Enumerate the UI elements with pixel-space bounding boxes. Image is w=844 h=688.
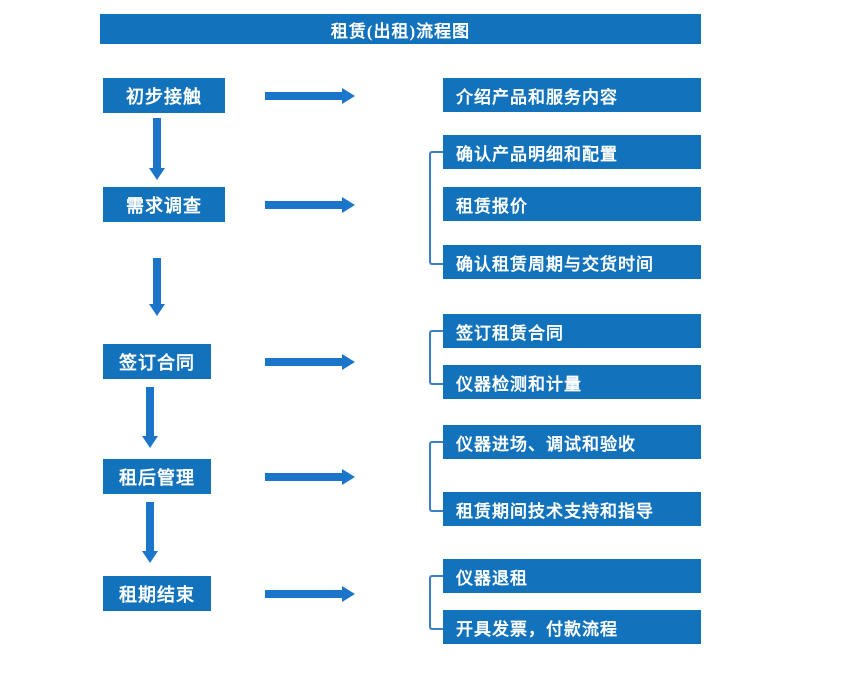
detail-box-instrument-testing: 仪器检测和计量 <box>443 365 701 399</box>
arrow-right-icon <box>265 586 355 602</box>
detail-box-invoice-payment: 开具发票，付款流程 <box>443 610 701 644</box>
detail-box-confirm-config: 确认产品明细和配置 <box>443 135 701 169</box>
group-bracket <box>429 330 443 385</box>
detail-box-sign-rental-contract: 签订租赁合同 <box>443 314 701 348</box>
group-bracket <box>429 575 443 630</box>
detail-box-instrument-return: 仪器退租 <box>443 559 701 593</box>
arrow-right-icon <box>265 197 355 213</box>
detail-box-rental-quote: 租赁报价 <box>443 187 701 221</box>
arrow-down-icon <box>149 118 165 180</box>
step-box-demand-survey: 需求调查 <box>103 187 225 222</box>
group-bracket <box>429 441 443 512</box>
step-box-rental-end: 租期结束 <box>103 576 211 611</box>
arrow-down-icon <box>142 387 158 448</box>
step-box-post-rental-management: 租后管理 <box>103 459 211 494</box>
arrow-right-icon <box>265 469 355 485</box>
step-box-initial-contact: 初步接触 <box>103 78 225 113</box>
arrow-right-icon <box>265 88 355 104</box>
group-bracket <box>429 151 443 265</box>
step-box-sign-contract: 签订合同 <box>103 344 211 379</box>
detail-box-confirm-period: 确认租赁周期与交货时间 <box>443 245 701 279</box>
arrow-down-icon <box>142 502 158 563</box>
detail-box-tech-support: 租赁期间技术支持和指导 <box>443 492 701 526</box>
detail-box-instrument-setup: 仪器进场、调试和验收 <box>443 425 701 459</box>
flowchart-title: 租赁(出租)流程图 <box>100 14 701 44</box>
arrow-right-icon <box>265 354 355 370</box>
detail-box-intro-products: 介绍产品和服务内容 <box>443 78 701 112</box>
arrow-down-icon <box>149 258 165 316</box>
